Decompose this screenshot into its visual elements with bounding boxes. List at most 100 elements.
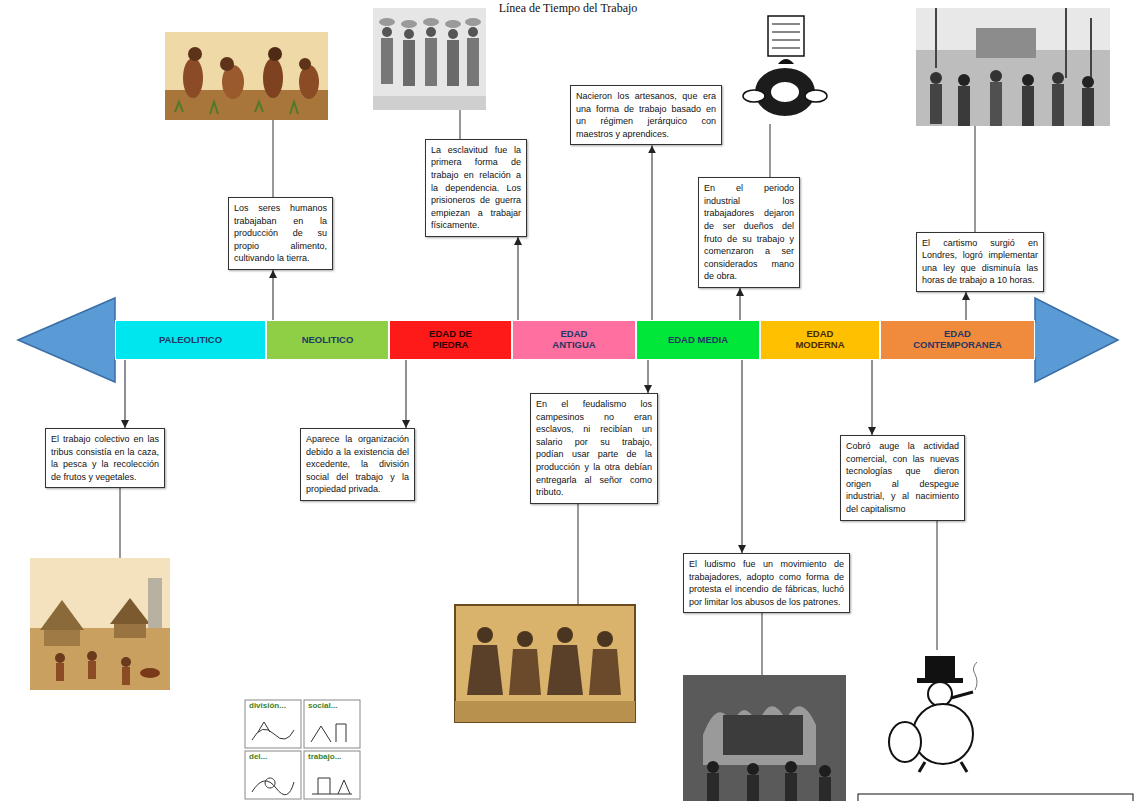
village-picture-part [110,598,150,624]
money-bag-cartoon-part [805,90,827,102]
slavery-picture-part [445,20,461,28]
box-text: El ludismo fue un movimiento de trabajad… [689,558,844,608]
farming-picture-part [263,58,283,98]
period-band: EDAD DE PIEDRA [389,320,512,360]
slavery-picture-part [373,8,486,110]
luddite-engraving-part [747,775,759,801]
money-bag-cartoon-part [772,24,800,48]
village-picture-part [121,657,131,667]
text-box: Los seres humanos trabajaban en la produ… [228,197,333,270]
text-box: Cobró auge la actividad comercial, con l… [840,435,965,521]
slavery-picture-part [426,27,436,37]
timeline-arrow [18,298,1118,382]
connector-arrow [406,360,407,428]
slavery-picture-part [468,27,478,37]
village-picture-part [148,578,162,628]
luddite-engraving-part [819,765,831,777]
text-box: En el periodo industrial los trabajadore… [698,177,800,288]
period-name: PALEOLITICO [159,335,222,346]
leader-line [120,110,975,675]
slavery-picture-part [467,38,479,86]
feudal-engraving-part [509,649,541,695]
text-box: El cartismo surgió en Londres, logró imp… [916,232,1044,292]
panel-label: del... [247,752,269,761]
money-bag-cartoon-part [778,59,794,64]
connector-arrow [652,145,653,320]
village-picture-part [56,663,64,681]
box-text: La esclavitud fue la primera forma de tr… [431,144,521,232]
slavery-picture-part [423,18,439,26]
cut-off-box [858,794,1133,801]
farming-picture-part [188,47,202,61]
money-bag-cartoon [738,12,832,124]
slavery-picture-part [425,38,437,86]
period-band: EDAD CONTEMPORANEA [880,320,1035,360]
money-bag-cartoon-part [755,68,815,116]
slavery-picture-part [379,18,395,26]
sketch-panels-part [245,751,301,799]
money-bag-cartoon-part [768,16,804,56]
sketch-panels-part [304,700,360,748]
period-name: EDAD CONTEMPORANEA [908,329,1008,351]
village-picture-part [140,668,160,678]
timeline-arrow-part [18,298,1118,382]
connector-arrow [872,360,873,435]
connector-arrow [648,360,649,393]
leader-line-part [120,480,121,558]
farming-picture-part [220,57,234,71]
slavery-picture-part [465,18,481,26]
period-name: EDAD MODERNA [790,329,850,351]
village-picture-part [87,651,97,661]
box-text: En el periodo industrial los trabajadore… [704,182,794,283]
crowd-photo-part [1022,86,1034,126]
text-box: En el feudalismo los campesinos no eran … [530,393,658,504]
title: Línea de Tiempo del Trabajo [0,1,1136,16]
sketch-panels-part [312,778,352,794]
connector-arrow [740,288,741,320]
panel-label: división... [247,701,288,710]
village-picture-part [30,558,170,690]
slavery-picture [373,8,486,110]
period-band: EDAD MODERNA [760,320,880,360]
box-text: Aparece la organización debido a la exis… [306,433,409,496]
village-picture-part [122,667,130,685]
luddite-engraving-part [819,777,831,801]
period-band: EDAD MEDIA [636,320,760,360]
connector-arrow [966,292,967,320]
luddite-engraving-part [785,773,797,801]
money-bag-cartoon-part [771,82,799,102]
village-picture-part [114,624,146,638]
connector-arrow [518,237,519,320]
money-bag-cartoon-part [743,90,765,102]
farming-picture-part [299,58,311,70]
feudal-engraving [455,605,635,722]
box-text: El trabajo colectivo en las tribus consi… [51,433,159,483]
village-picture-part [55,653,65,663]
text-box: El ludismo fue un movimiento de trabajad… [683,553,850,613]
luddite-engraving-part [785,761,797,773]
crowd-photo-part [916,8,1110,126]
crowd-photo-part [958,74,970,86]
box-text: En el feudalismo los campesinos no eran … [536,398,652,499]
capitalist-cartoon-part [928,682,952,706]
slavery-picture-part [404,29,414,39]
box-text: Nacieron los artesanos, que era una form… [576,90,716,140]
connector-arrow [742,360,743,553]
feudal-engraving-part [477,627,493,643]
text-box: El trabajo colectivo en las tribus consi… [45,428,165,488]
crowd-photo-part [990,70,1002,82]
village-picture-part [44,630,80,646]
text-box: Aparece la organización debido a la exis… [300,428,415,501]
crowd-photo-part [936,8,1091,78]
crowd-photo-part [930,84,942,124]
box-text: Los seres humanos trabajaban en la produ… [234,202,327,265]
sketch-panels [245,700,360,799]
box-text: Cobró auge la actividad comercial, con l… [846,440,959,516]
period-name: EDAD ANTIGUA [544,329,604,351]
period-band: PALEOLITICO [115,320,266,360]
crowd-photo-part [1082,76,1094,88]
period-name: NEOLITICO [302,335,354,346]
sketch-panels-part [245,700,301,748]
crowd-photo-part [990,82,1002,126]
